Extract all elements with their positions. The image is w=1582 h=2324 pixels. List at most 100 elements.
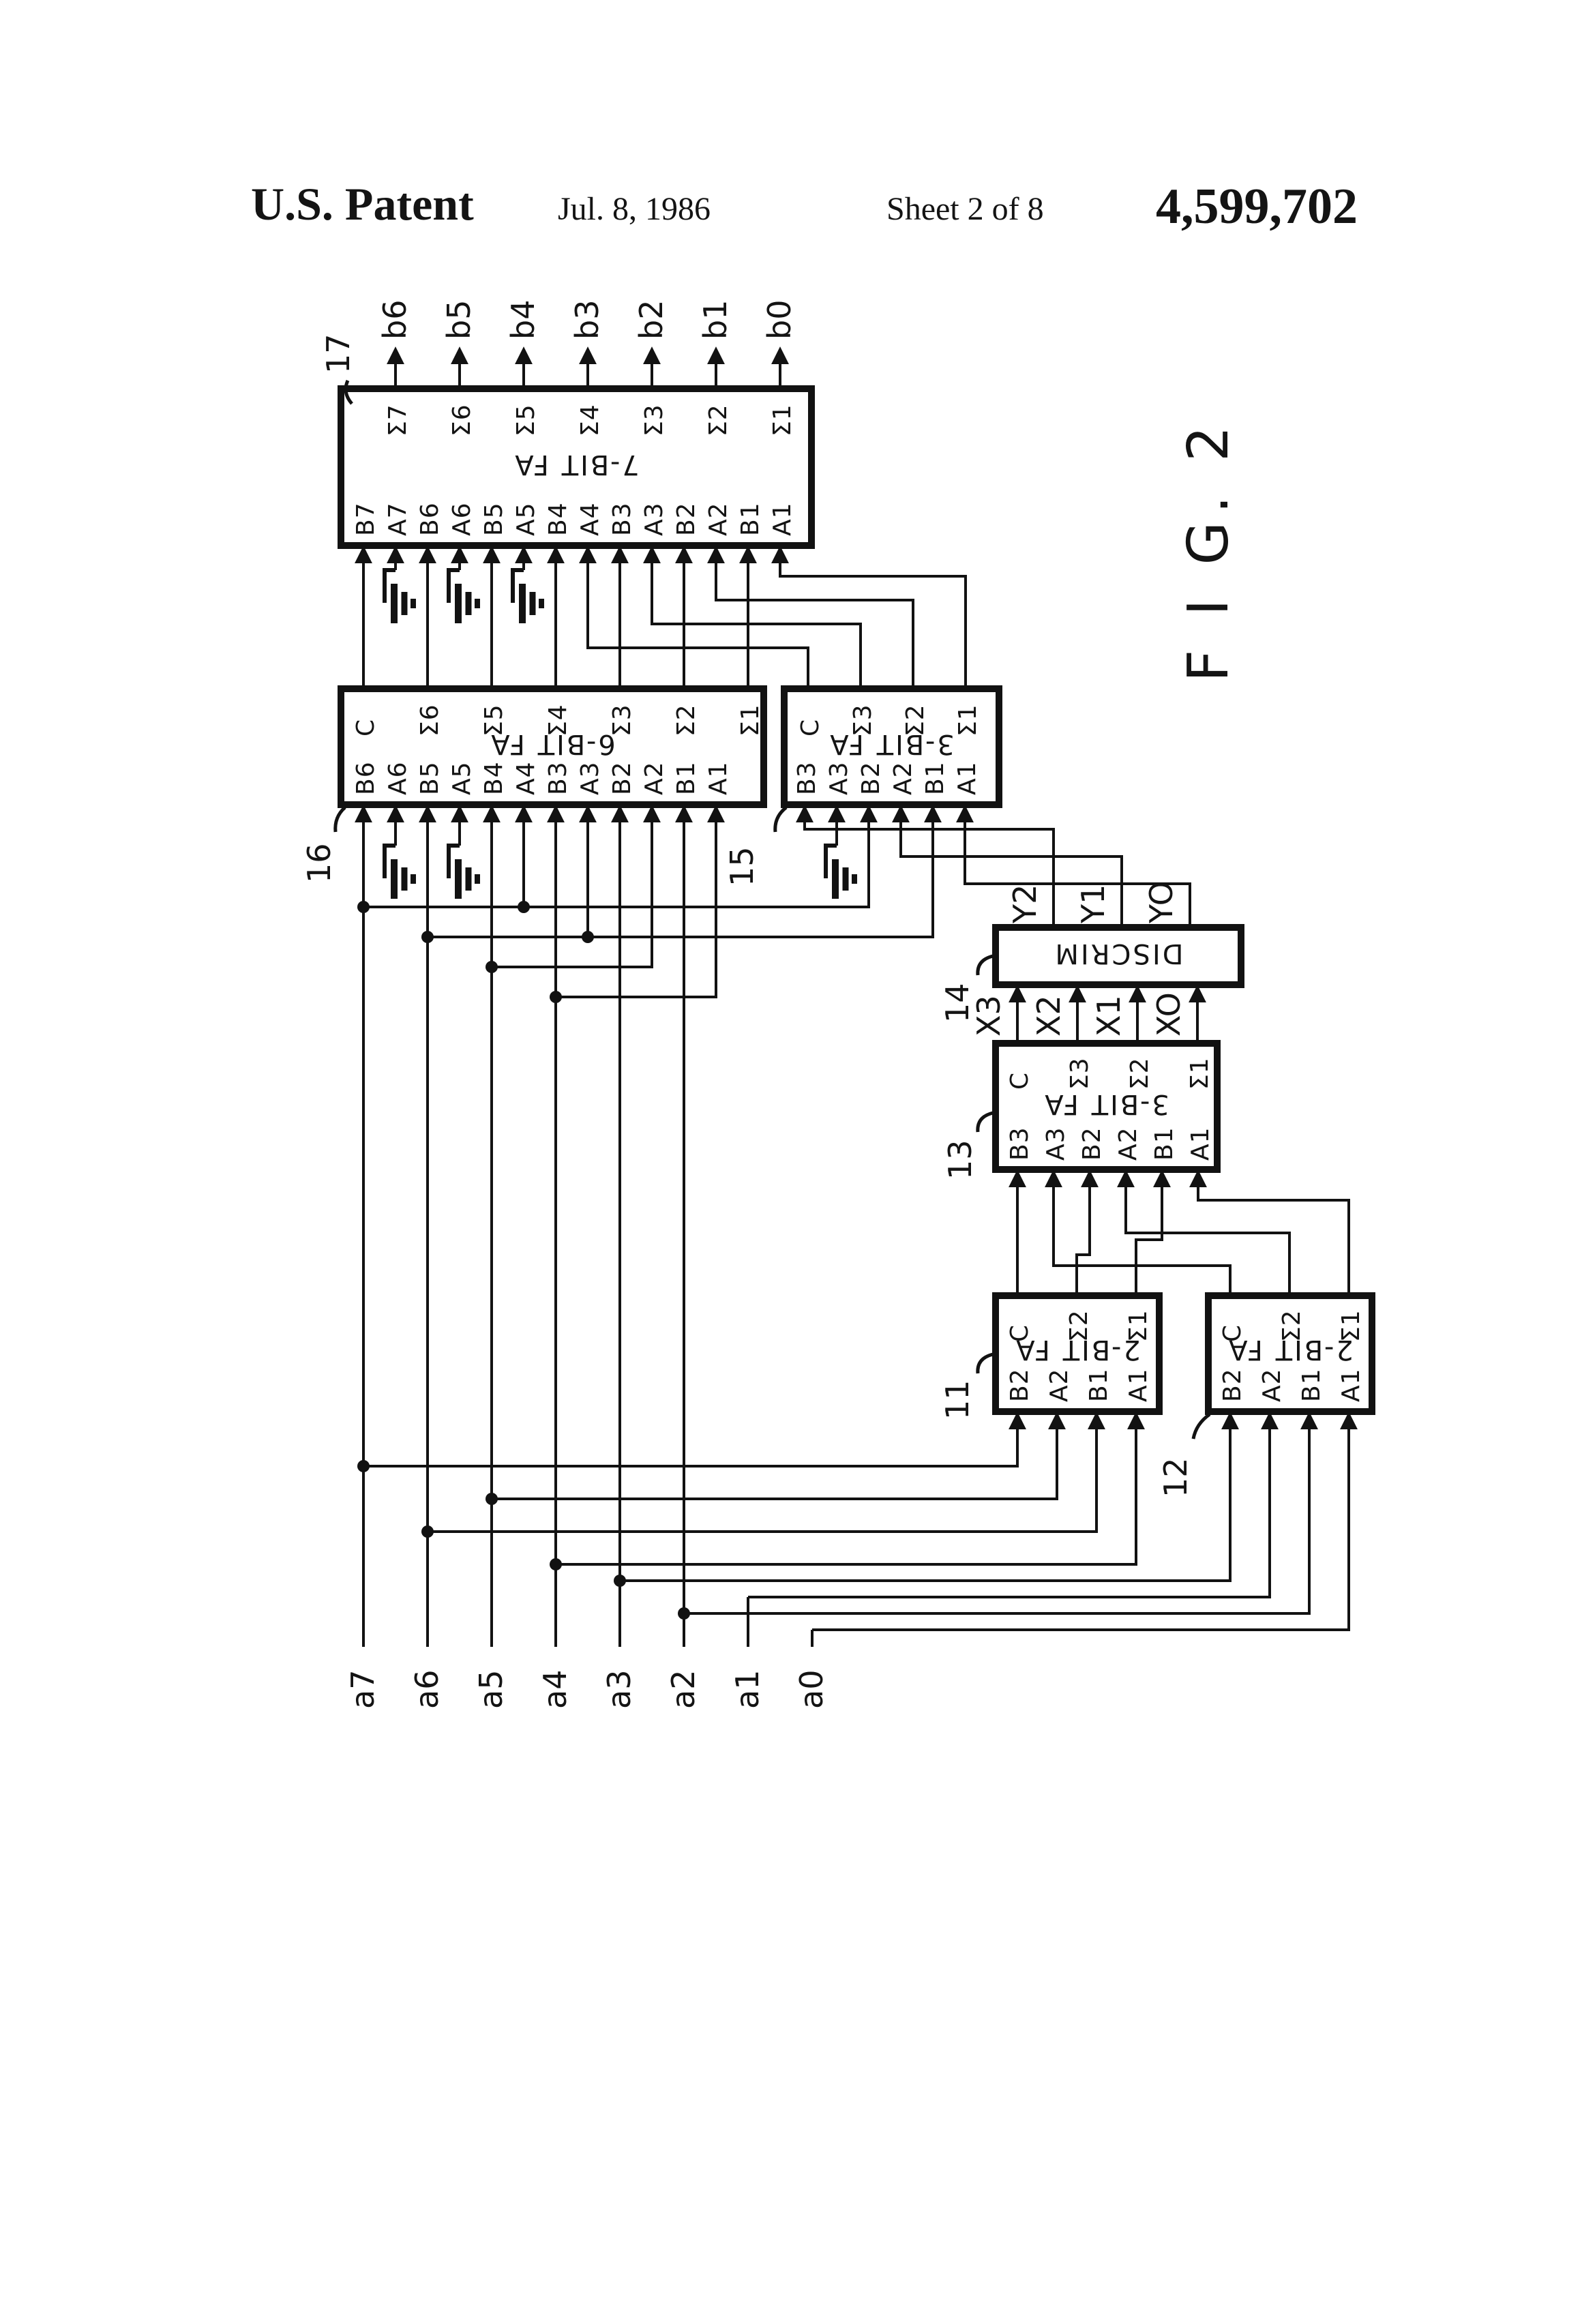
- block-discrim: DISCRIM: [992, 924, 1244, 988]
- svg-text:C: C: [796, 719, 824, 736]
- svg-text:B1: B1: [1085, 1368, 1113, 1402]
- svg-text:Σ6: Σ6: [448, 404, 476, 436]
- svg-text:Σ5: Σ5: [480, 704, 508, 736]
- svg-text:Σ5: Σ5: [512, 404, 540, 436]
- svg-text:B1: B1: [736, 502, 764, 536]
- svg-text:Σ3: Σ3: [640, 404, 668, 436]
- ref-15: 15: [723, 846, 760, 887]
- svg-text:A2: A2: [889, 761, 917, 795]
- svg-text:B1: B1: [672, 761, 700, 795]
- output-labels: b6 b5 b4 b3 b2 b1 b0: [376, 300, 798, 340]
- ref-17: 17: [320, 333, 357, 374]
- svg-text:A2: A2: [1045, 1368, 1073, 1402]
- block-3bit-fa-lower: 3-BIT FA C Σ3 Σ2 Σ1 B3 A3 B2 A2 B1 A1: [992, 1040, 1221, 1173]
- junction-dots: [357, 901, 690, 1620]
- output-label-b2: b2: [633, 300, 670, 340]
- y-signal-labels: Y2 Y1 YO: [1006, 881, 1180, 924]
- svg-text:B1: B1: [1298, 1368, 1326, 1402]
- svg-text:Σ1: Σ1: [768, 404, 796, 436]
- svg-text:B5: B5: [416, 761, 444, 795]
- ref-12: 12: [1157, 1457, 1194, 1498]
- svg-text:A1: A1: [704, 761, 732, 795]
- block-3bit-fa-upper-box: [781, 685, 1002, 808]
- svg-text:A7: A7: [384, 502, 412, 536]
- svg-text:Σ2: Σ2: [704, 404, 732, 436]
- svg-text:B2: B2: [1006, 1368, 1034, 1402]
- svg-text:C: C: [1006, 1072, 1034, 1090]
- svg-text:Σ3: Σ3: [849, 704, 877, 736]
- svg-text:Σ2: Σ2: [1126, 1057, 1154, 1090]
- signal-label-x0: XO: [1150, 992, 1187, 1037]
- svg-text:Σ3: Σ3: [608, 704, 636, 736]
- svg-text:Σ2: Σ2: [1278, 1309, 1306, 1342]
- svg-text:Σ3: Σ3: [1066, 1057, 1094, 1090]
- sheet-number: Sheet 2 of 8: [886, 191, 1044, 227]
- svg-text:A3: A3: [576, 761, 604, 795]
- input-label-a4: a4: [537, 1670, 573, 1709]
- block-discrim-title: DISCRIM: [1053, 938, 1183, 969]
- svg-text:A6: A6: [448, 502, 476, 536]
- svg-text:A2: A2: [704, 502, 732, 536]
- svg-text:A3: A3: [640, 502, 668, 536]
- signal-label-y1: Y1: [1075, 884, 1111, 924]
- svg-text:A4: A4: [576, 502, 604, 536]
- output-label-b4: b4: [505, 300, 541, 340]
- ground-icon: [385, 846, 413, 899]
- svg-text:Σ1: Σ1: [736, 704, 764, 736]
- block-3bit-fa-lower-box: [992, 1040, 1221, 1173]
- input-label-a5: a5: [473, 1670, 509, 1709]
- svg-text:Σ2: Σ2: [672, 704, 700, 736]
- svg-text:B3: B3: [793, 761, 821, 795]
- signal-label-x3: X3: [970, 995, 1007, 1037]
- svg-text:A2: A2: [640, 761, 668, 795]
- svg-text:B3: B3: [544, 761, 572, 795]
- svg-text:Σ1: Σ1: [1337, 1309, 1365, 1342]
- patent-brand: U.S. Patent: [251, 178, 474, 230]
- block-6bit-fa: 6-BIT FA C Σ6 Σ5 Σ4 Σ3 Σ2 Σ1 B6 A6 B5 A5…: [338, 685, 767, 808]
- svg-text:B7: B7: [352, 502, 380, 536]
- svg-text:A1: A1: [1124, 1368, 1152, 1402]
- svg-text:A1: A1: [953, 761, 981, 795]
- svg-text:B4: B4: [544, 502, 572, 536]
- block-discrim-box: [992, 924, 1244, 988]
- x-signal-labels: X3 X2 X1 XO: [970, 992, 1187, 1037]
- ground-icon: [513, 570, 541, 623]
- input-label-a1: a1: [729, 1670, 766, 1709]
- block-2bit-fa-right-title: 2-BIT FA: [1227, 1334, 1354, 1365]
- block-7bit-fa: 7-BIT FA Σ7 Σ6 Σ5 Σ4 Σ3 Σ2 Σ1 B7 A7 B6 A…: [338, 385, 815, 549]
- svg-text:A2: A2: [1258, 1368, 1286, 1402]
- figure-label: F I G. 2: [1176, 418, 1241, 682]
- ground-icon: [826, 846, 854, 899]
- svg-text:Σ1: Σ1: [1124, 1309, 1152, 1342]
- svg-text:Σ4: Σ4: [544, 704, 572, 736]
- svg-text:B1: B1: [1150, 1127, 1178, 1161]
- block-2bit-fa-left-box: [992, 1292, 1163, 1415]
- output-label-b3: b3: [569, 300, 606, 340]
- svg-text:Σ4: Σ4: [576, 404, 604, 436]
- ground-icon: [385, 570, 413, 623]
- svg-text:B5: B5: [480, 502, 508, 536]
- block-6bit-fa-box: [338, 685, 767, 808]
- ref-14: 14: [939, 983, 976, 1023]
- svg-text:B4: B4: [480, 761, 508, 795]
- block-7bit-fa-title: 7-BIT FA: [513, 449, 640, 480]
- input-label-a3: a3: [601, 1670, 638, 1709]
- svg-text:A5: A5: [448, 761, 476, 795]
- input-label-a7: a7: [344, 1670, 381, 1709]
- ref-11: 11: [939, 1380, 976, 1420]
- svg-text:B1: B1: [921, 761, 949, 795]
- svg-text:B2: B2: [1219, 1368, 1247, 1402]
- block-2bit-fa-right-box: [1205, 1292, 1375, 1415]
- signal-label-y2: Y2: [1006, 884, 1043, 924]
- ground-icon: [449, 846, 477, 899]
- svg-text:B3: B3: [608, 502, 636, 536]
- svg-text:Σ1: Σ1: [954, 704, 982, 736]
- svg-text:Σ7: Σ7: [384, 404, 412, 436]
- block-2bit-fa-left-title: 2-BIT FA: [1014, 1334, 1141, 1365]
- svg-text:B2: B2: [608, 761, 636, 795]
- svg-text:B6: B6: [352, 761, 380, 795]
- ref-16: 16: [301, 843, 338, 883]
- svg-text:A1: A1: [1186, 1127, 1214, 1161]
- svg-text:A2: A2: [1114, 1127, 1142, 1161]
- block-2bit-fa-left: 2-BIT FA C Σ2 Σ1 B2 A2 B1 A1: [992, 1292, 1163, 1415]
